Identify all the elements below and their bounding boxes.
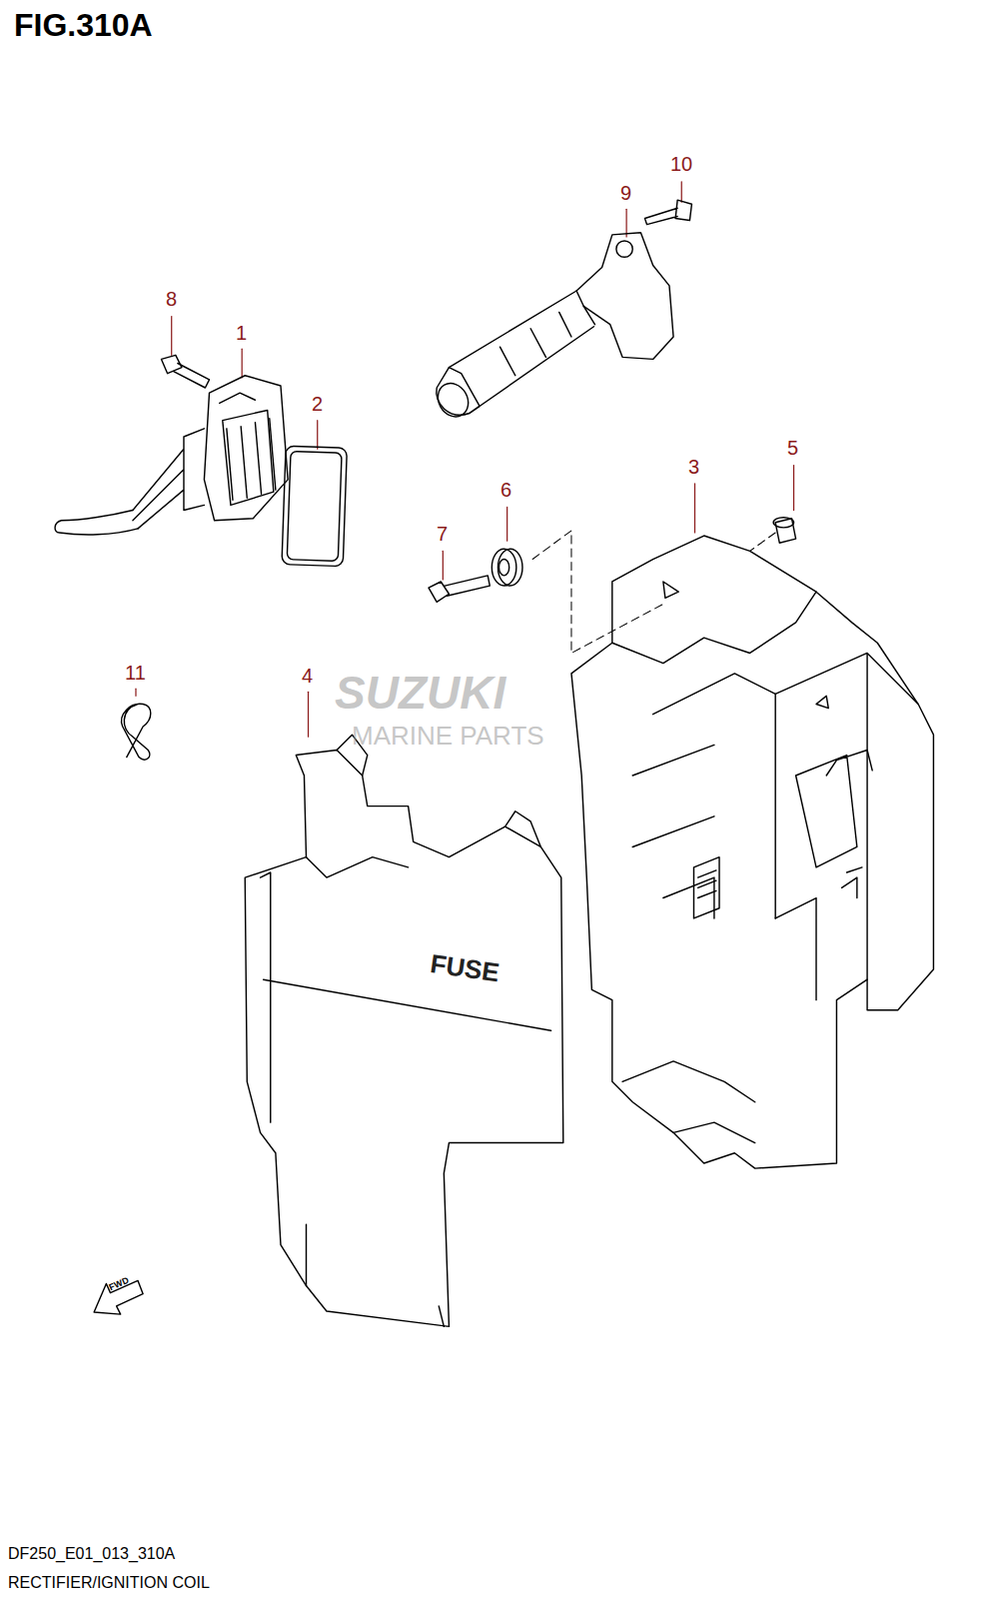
callout-number: 6 — [500, 478, 512, 501]
callout-number: 3 — [688, 455, 700, 478]
forward-marker: FWD — [107, 1275, 131, 1293]
watermark: MARINE PARTS — [351, 721, 545, 751]
callout-number: 5 — [787, 436, 799, 459]
callout-number: 7 — [436, 522, 448, 545]
figure-title: FIG.310A — [13, 7, 153, 43]
callout-number: 10 — [670, 152, 693, 175]
callout-number: 1 — [235, 321, 247, 344]
drawing-code: DF250_E01_013_310A — [7, 1544, 175, 1563]
callout-number: 9 — [620, 181, 632, 204]
callout-number: 2 — [311, 392, 323, 415]
drawing-caption: RECTIFIER/IGNITION COIL — [7, 1573, 210, 1592]
watermark: SUZUKI — [334, 667, 506, 719]
callout-number: 11 — [124, 661, 146, 684]
callout-number: 8 — [165, 287, 177, 310]
fuse-marking: FUSE — [428, 949, 502, 988]
callout-number: 4 — [301, 664, 313, 687]
